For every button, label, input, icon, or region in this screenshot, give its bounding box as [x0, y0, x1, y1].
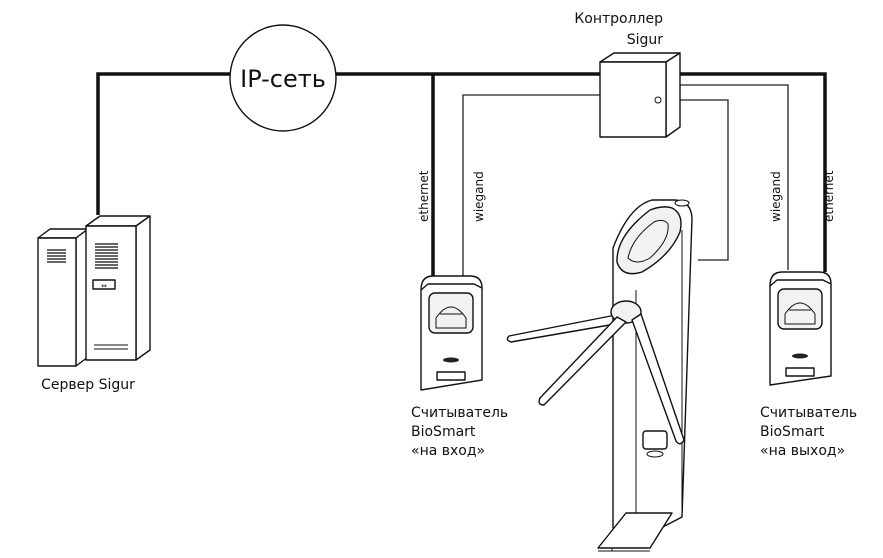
right-wiegand-label: wiegand — [769, 171, 783, 222]
reader-entry-line1: Считыватель — [411, 405, 508, 421]
controller-label-line2: Sigur — [627, 32, 664, 48]
ip-network-label: IP-сеть — [240, 65, 326, 93]
cable-labels: ethernet wiegand wiegand ethernet — [417, 170, 836, 222]
reader-entry: Считыватель BioSmart «на вход» — [411, 275, 508, 459]
network-lines — [96, 72, 827, 276]
svg-text:⇔: ⇔ — [101, 282, 107, 290]
reader-entry-line3: «на вход» — [411, 443, 485, 459]
right-ethernet-label: ethernet — [822, 170, 836, 222]
ip-network-node: IP-сеть — [229, 24, 337, 132]
turnstile-wiegand-line — [680, 99, 729, 261]
left-ethernet-label: ethernet — [417, 170, 431, 222]
reader-exit-line3: «на выход» — [760, 443, 845, 459]
controller-box: Контроллер Sigur — [574, 11, 681, 138]
reader-entry-line2: BioSmart — [411, 424, 476, 440]
server-network-line — [96, 72, 230, 215]
reader-exit: Считыватель BioSmart «на выход» — [760, 271, 857, 459]
wiegand-lines — [462, 84, 789, 276]
left-wiegand-line — [462, 94, 600, 276]
biosmart-logo-icon — [443, 357, 459, 363]
server-label: Сервер Sigur — [41, 377, 135, 393]
controller-right-ethernet-line — [680, 72, 827, 272]
turnstile-display — [616, 206, 682, 275]
controller-screw-icon — [654, 96, 662, 104]
fingerprint-window — [428, 292, 474, 334]
reader-exit-line1: Считыватель — [760, 405, 857, 421]
biosmart-logo-icon — [792, 353, 808, 359]
controller-label-line1: Контроллер — [574, 11, 663, 27]
ip-network-circle — [229, 24, 337, 132]
server-icon: ⇔ Сервер Sigur — [37, 215, 151, 393]
fingerprint-window — [777, 288, 823, 330]
left-wiegand-label: wiegand — [472, 171, 486, 222]
right-wiegand-line — [680, 84, 789, 270]
reader-exit-line2: BioSmart — [760, 424, 825, 440]
turnstile-icon — [506, 199, 693, 552]
